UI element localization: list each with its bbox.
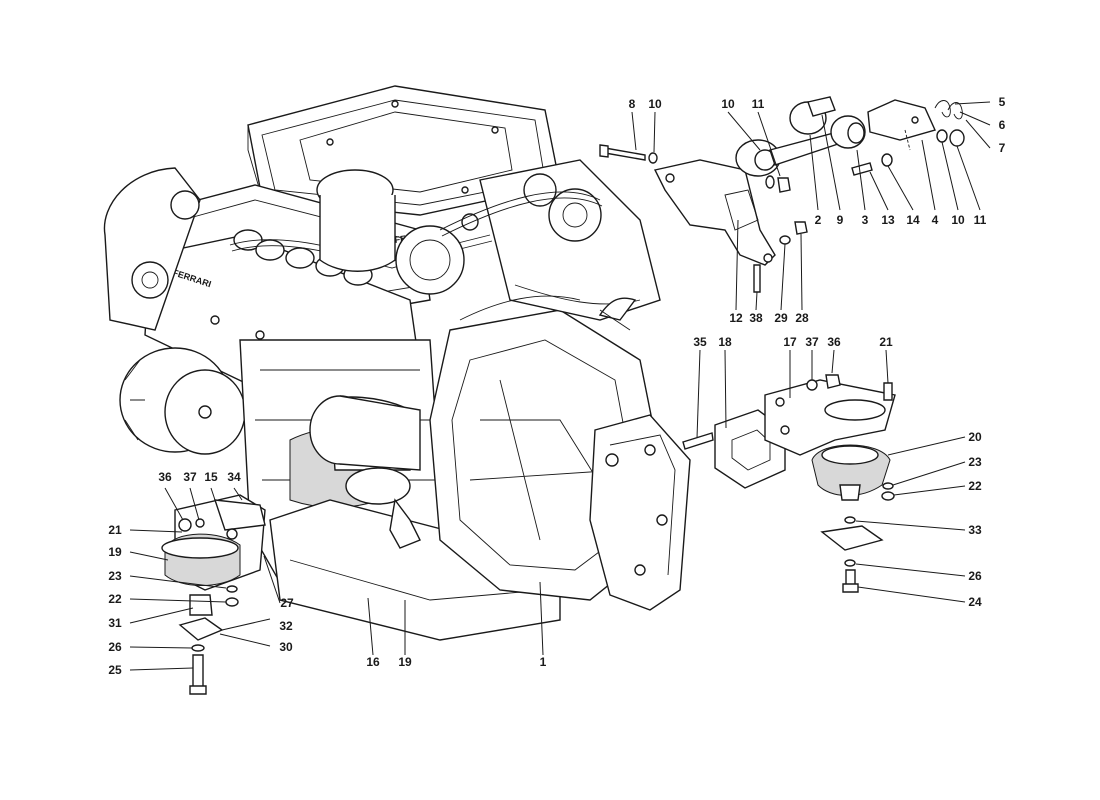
callout-25: 25 — [108, 663, 122, 677]
engine-block: FERRARI FERRARI — [103, 85, 691, 641]
callout-31: 31 — [108, 616, 122, 630]
callout-36-left: 36 — [158, 470, 172, 484]
callout-22-left: 22 — [108, 592, 122, 606]
callout-23-left: 23 — [108, 569, 122, 583]
callout-2: 2 — [815, 213, 822, 227]
starter-motor — [309, 395, 421, 549]
distributor — [316, 169, 479, 295]
oil-sump — [269, 499, 561, 641]
callout-3: 3 — [862, 213, 869, 227]
callout-1: 1 — [540, 655, 547, 669]
callout-14: 14 — [906, 213, 920, 227]
callout-26-right: 26 — [968, 569, 982, 583]
alternator — [119, 347, 246, 455]
callout-21-left: 21 — [108, 523, 122, 537]
leader-lines — [129, 101, 991, 671]
callout-22-right: 22 — [968, 479, 982, 493]
callout-12: 12 — [729, 311, 743, 325]
rear-cylinder-head — [479, 159, 661, 321]
callout-36-right: 36 — [827, 335, 841, 349]
callout-37-left: 37 — [183, 470, 197, 484]
gearbox-case — [589, 414, 691, 611]
callout-9: 9 — [837, 213, 844, 227]
callout-11-a: 11 — [752, 97, 765, 111]
callout-33: 33 — [968, 523, 982, 537]
callout-20: 20 — [968, 430, 982, 444]
front-mount-bracket — [599, 96, 965, 293]
callout-27: 27 — [280, 596, 294, 610]
callout-35: 35 — [693, 335, 707, 349]
left-engine-mount — [161, 494, 266, 695]
callout-24: 24 — [968, 595, 982, 609]
callout-11-b: 11 — [974, 213, 987, 227]
callout-7: 7 — [999, 141, 1006, 155]
callout-30: 30 — [279, 640, 293, 654]
callout-21-right: 21 — [879, 335, 893, 349]
callout-10-b: 10 — [721, 97, 735, 111]
callout-17: 17 — [783, 335, 797, 349]
callout-23-right: 23 — [968, 455, 982, 469]
callout-10-a: 10 — [648, 97, 662, 111]
callout-37-right: 37 — [805, 335, 819, 349]
callout-34: 34 — [227, 470, 241, 484]
callout-8: 8 — [629, 97, 636, 111]
callout-13: 13 — [881, 213, 895, 227]
coolant-hoses — [439, 191, 631, 331]
callout-15: 15 — [204, 470, 218, 484]
callout-5: 5 — [999, 95, 1006, 109]
callout-26-left: 26 — [108, 640, 122, 654]
callout-19-left: 19 — [108, 545, 122, 559]
callout-38: 38 — [749, 311, 763, 325]
callout-16: 16 — [366, 655, 380, 669]
callout-28: 28 — [795, 311, 809, 325]
callout-29: 29 — [774, 311, 788, 325]
callout-19-center: 19 — [398, 655, 412, 669]
rear-mount-assembly — [682, 374, 896, 593]
callout-32: 32 — [279, 619, 293, 633]
callout-10-c: 10 — [951, 213, 965, 227]
callout-18: 18 — [718, 335, 732, 349]
callout-labels: 8 10 10 11 2 9 3 13 14 4 10 11 5 6 7 12 … — [108, 95, 1005, 677]
callout-4: 4 — [932, 213, 939, 227]
timing-belt-housing — [103, 167, 201, 331]
callout-6: 6 — [999, 118, 1006, 132]
